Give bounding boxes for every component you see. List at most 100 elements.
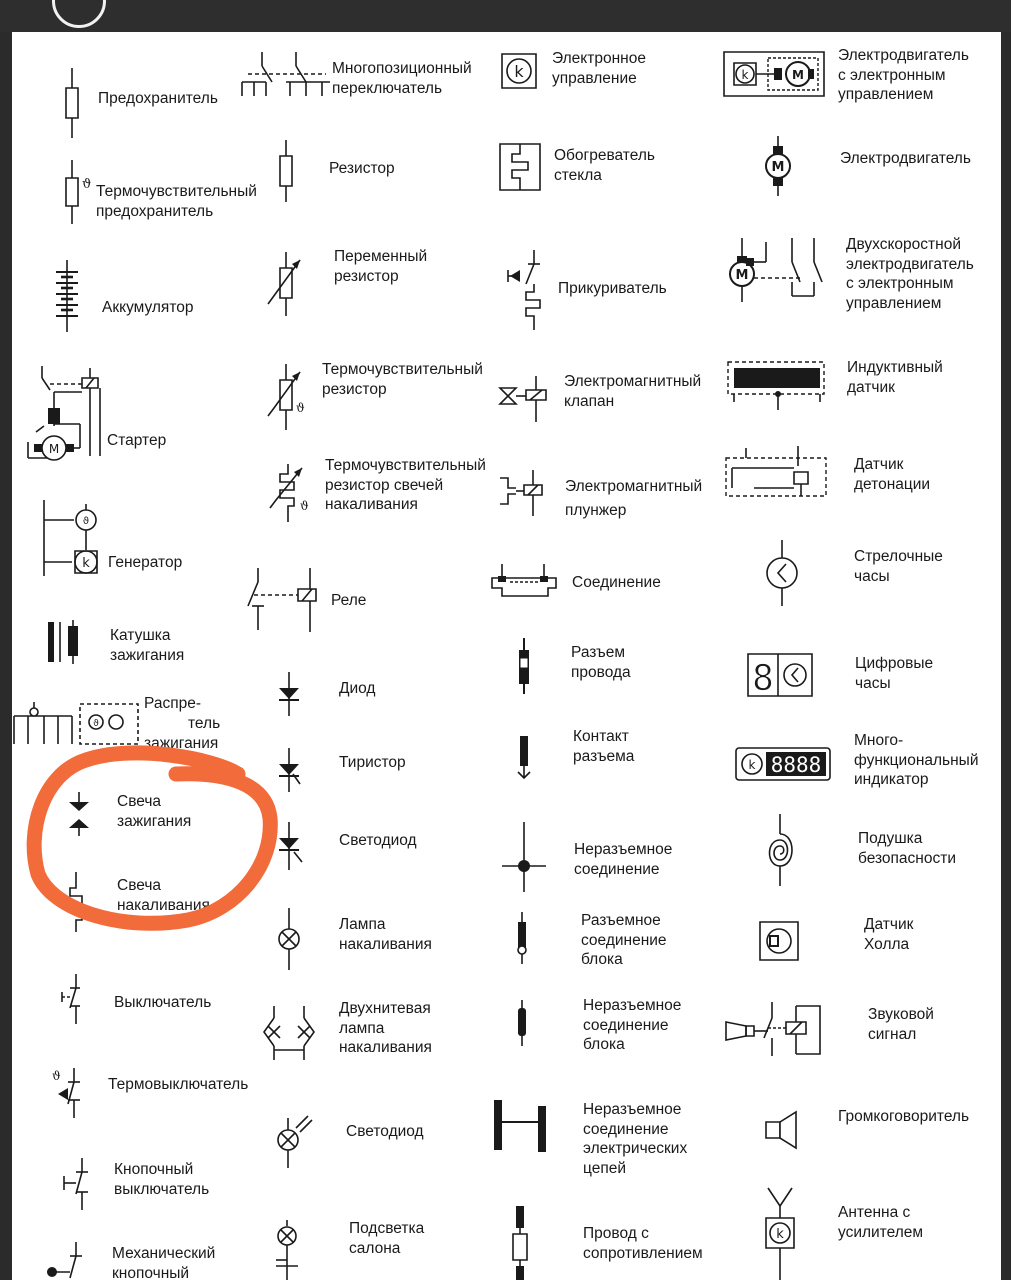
svg-text:ϑ: ϑ xyxy=(93,719,99,729)
svg-text:k: k xyxy=(514,62,524,81)
thermistor-icon: ϑ xyxy=(264,364,305,430)
label-mechanical-button: Механический кнопочный xyxy=(112,1245,216,1280)
label-glass-heater: Обогреватель стекла xyxy=(554,147,655,184)
distributor-icon: ϑ xyxy=(12,700,140,748)
solenoid-valve-icon xyxy=(496,376,554,426)
label-thermistor: Термочувствительный резистор xyxy=(322,361,483,398)
label-analog-clock: Стрелочные часы xyxy=(854,548,943,585)
connector-contact-icon xyxy=(514,736,534,780)
multi-switch-icon xyxy=(240,52,334,102)
svg-text:M: M xyxy=(792,68,804,82)
glow-plug-icon xyxy=(66,872,86,932)
glass-heater-icon xyxy=(498,142,544,192)
spark-plug-icon xyxy=(69,792,89,836)
label-two-speed-motor: Двухскоростной электродвигатель с электр… xyxy=(846,236,974,312)
back-circle-icon[interactable] xyxy=(52,0,106,28)
label-dual-filament-lamp: Двухнитевая лампа накаливания xyxy=(339,1000,432,1056)
wire-connector-icon xyxy=(519,638,529,694)
label-battery: Аккумулятор xyxy=(102,299,194,316)
label-wire-connector: Разъем провода xyxy=(571,644,631,681)
label-knock-sensor: Датчик детонации xyxy=(854,456,931,493)
horn-icon xyxy=(724,1002,828,1060)
ignition-coil-icon xyxy=(48,620,78,664)
label-fuse: Предохранитель xyxy=(98,90,218,107)
hall-sensor-icon xyxy=(758,920,800,962)
svg-text:ϑ: ϑ xyxy=(83,516,89,527)
label-interior-light: Подсветка салона xyxy=(349,1220,425,1257)
inductive-sensor-icon xyxy=(726,360,830,412)
label-led-1: Светодиод xyxy=(339,832,417,849)
electronic-motor-icon: k M xyxy=(722,50,828,100)
label-multi-indicator: Много- функциональный индикатор xyxy=(854,732,979,788)
label-distributor-1: Распре- xyxy=(144,695,201,712)
label-ignition-coil: Катушка зажигания xyxy=(110,627,185,664)
label-thyristor: Тиристор xyxy=(339,754,406,771)
svg-text:8888: 8888 xyxy=(771,753,822,777)
svg-text:ϑ: ϑ xyxy=(300,499,309,513)
label-starter: Стартер xyxy=(107,432,167,449)
motor-icon: M xyxy=(762,136,794,196)
variable-resistor-icon xyxy=(264,252,304,316)
permanent-joint-icon xyxy=(500,822,548,892)
generator-icon: ϑ k xyxy=(34,498,104,582)
svg-text:k: k xyxy=(742,68,749,82)
label-loudspeaker: Громкоговоритель xyxy=(838,1108,970,1125)
label-circuit-permanent: Неразъемное соединение электрических цеп… xyxy=(583,1101,688,1177)
loudspeaker-icon xyxy=(764,1110,800,1150)
relay-icon xyxy=(244,568,326,634)
starter-icon: M xyxy=(20,364,106,464)
led-2-icon xyxy=(274,1106,314,1168)
label-resistive-wire: Провод с сопротивлением xyxy=(583,1225,703,1262)
multi-indicator-icon: k 8888 xyxy=(734,746,832,782)
block-permanent-icon xyxy=(518,1000,526,1046)
label-thermo-switch: Термовыключатель xyxy=(108,1076,249,1093)
svg-text:M: M xyxy=(49,442,59,456)
label-solenoid-valve: Электромагнитный клапан xyxy=(564,373,702,410)
label-led-2: Светодиод xyxy=(346,1123,424,1140)
svg-text:ϑ: ϑ xyxy=(296,401,305,415)
label-cigarette-lighter: Прикуриватель xyxy=(558,280,667,297)
label-electronic-motor: Электродвигатель с электронным управлени… xyxy=(838,47,969,103)
svg-text:M: M xyxy=(772,160,785,175)
svg-text:ϑ: ϑ xyxy=(82,177,91,192)
antenna-amp-icon: k xyxy=(764,1186,798,1280)
svg-text:8: 8 xyxy=(752,658,774,699)
battery-icon xyxy=(52,260,82,332)
label-push-button: Кнопочный выключатель xyxy=(114,1161,210,1198)
label-block-connector: Разъемное соединение блока xyxy=(581,912,667,968)
label-generator: Генератор xyxy=(108,554,183,571)
diode-icon xyxy=(279,672,299,716)
svg-text:ϑ: ϑ xyxy=(52,1069,61,1083)
label-solenoid-plunger-1: Электромагнитный xyxy=(565,478,703,495)
label-digital-clock: Цифровые часы xyxy=(855,655,934,692)
thermo-switch-icon: ϑ xyxy=(52,1068,86,1120)
label-thermal-fuse: Термочувствительный предохранитель xyxy=(96,183,257,220)
label-electronic-control: Электронное управление xyxy=(552,50,646,87)
label-block-permanent: Неразъемное соединение блока xyxy=(583,997,682,1053)
interior-light-icon xyxy=(274,1220,300,1280)
incandescent-lamp-icon xyxy=(276,908,302,970)
resistive-wire-icon xyxy=(510,1206,530,1280)
label-glow-plug: Свеча накаливания xyxy=(117,877,210,914)
glow-thermistor-icon: ϑ xyxy=(266,464,309,522)
solenoid-plunger-icon xyxy=(496,468,548,520)
label-distributor-2: тель xyxy=(188,715,221,732)
block-connector-icon xyxy=(512,912,532,964)
label-variable-resistor: Переменный резистор xyxy=(334,248,428,285)
label-permanent-joint: Неразъемное соединение xyxy=(574,841,673,878)
label-inductive-sensor: Индуктивный датчик xyxy=(847,359,943,396)
digital-clock-icon: 8 xyxy=(746,652,814,699)
analog-clock-icon xyxy=(762,540,802,606)
label-connector-contact: Контакт разъема xyxy=(573,728,635,765)
label-relay: Реле xyxy=(331,592,367,609)
svg-text:k: k xyxy=(749,758,756,772)
fuse-icon xyxy=(60,68,84,138)
label-antenna-amp: Антенна с усилителем xyxy=(838,1204,924,1241)
cigarette-lighter-icon xyxy=(502,250,546,330)
led-1-icon xyxy=(279,822,306,870)
electronic-control-icon: k xyxy=(500,52,540,92)
two-speed-motor-icon: M xyxy=(720,238,838,308)
label-incandescent-lamp: Лампа накаливания xyxy=(339,916,432,953)
svg-text:M: M xyxy=(736,268,749,283)
label-motor: Электродвигатель xyxy=(840,150,971,167)
